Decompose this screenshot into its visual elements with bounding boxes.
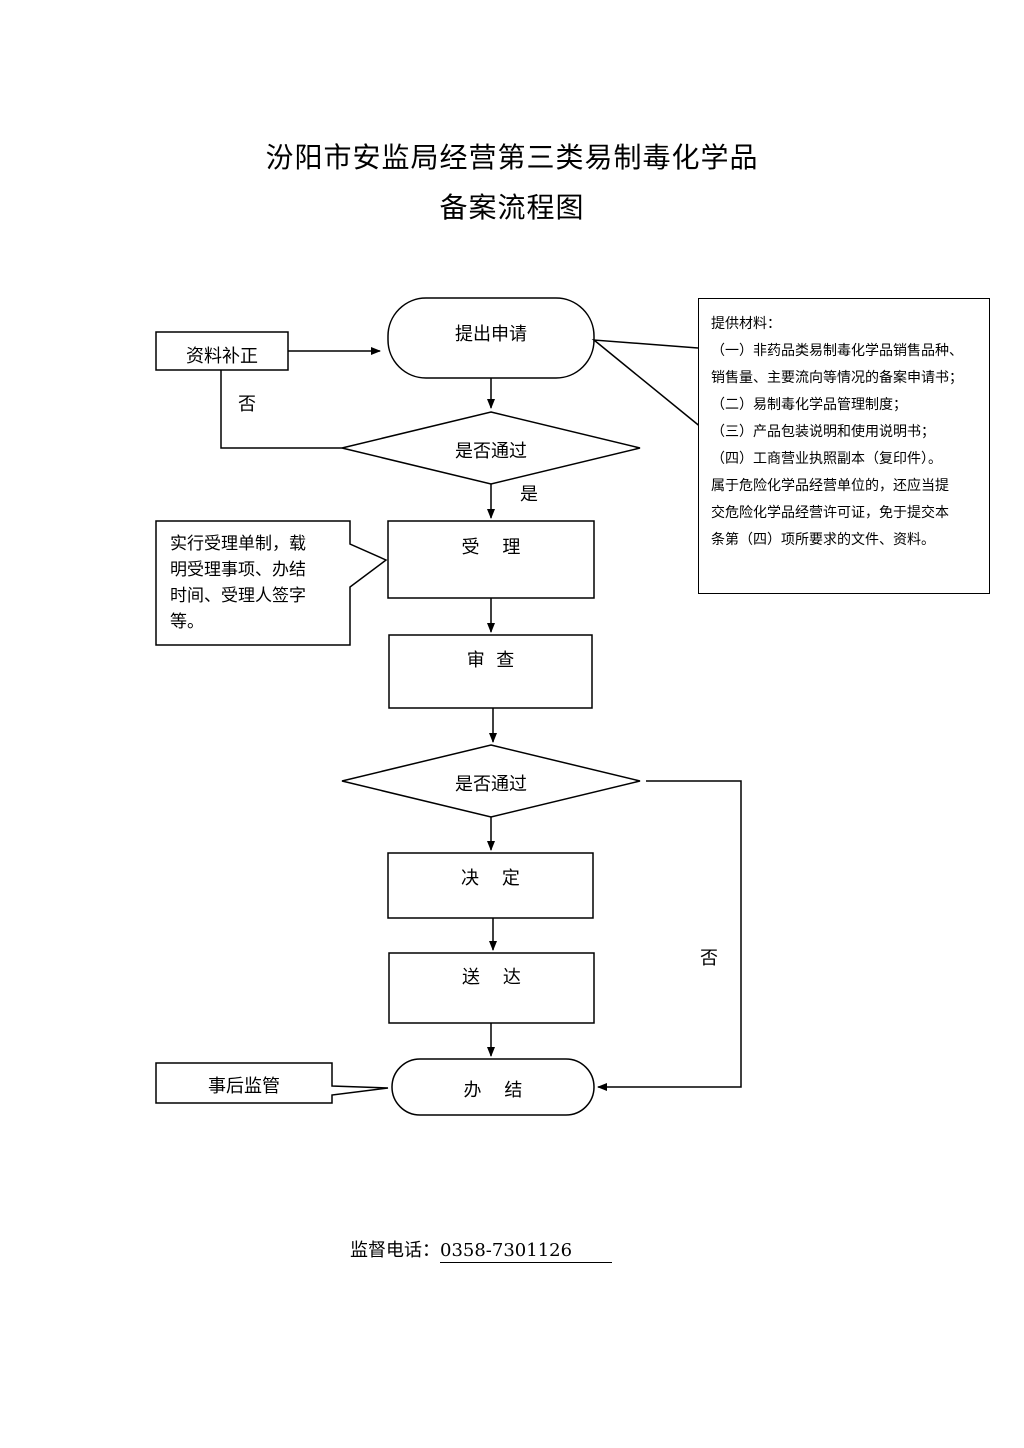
materials-line: 销售量、主要流向等情况的备案申请书； — [711, 370, 963, 386]
decide-node-label: 决 定 — [461, 868, 520, 889]
accept-note-shape — [155, 520, 388, 646]
deliver-node-shape — [388, 952, 595, 1024]
review-node-label: 审 查 — [466, 650, 515, 671]
deliver-node-label: 送 达 — [462, 967, 521, 988]
materials-callout-pointer — [591, 339, 703, 429]
supervise-node-label: 事后监管 — [208, 1076, 280, 1097]
materials-line: （二）易制毒化学品管理制度； — [711, 397, 907, 413]
check2-node-label: 是否通过 — [455, 774, 527, 795]
materials-line: 提供材料： — [711, 316, 781, 332]
page-title: 汾阳市安监局经营第三类易制毒化学品 — [265, 141, 759, 174]
accept-note-line: 时间、受理人签字 — [170, 586, 306, 606]
materials-note-box: 提供材料： （一）非药品类易制毒化学品销售品种、 销售量、主要流向等情况的备案申… — [698, 298, 990, 594]
finish-node-shape — [391, 1058, 595, 1116]
materials-line: （三）产品包装说明和使用说明书； — [711, 424, 935, 440]
accept-node-label: 受 理 — [461, 537, 521, 558]
supplement-node-label: 资料补正 — [186, 346, 258, 367]
edge-check2-no-to-finish — [597, 780, 742, 1091]
accept-note-text: 实行受理单制，载 明受理事项、办结 时间、受理人签字 等。 — [170, 531, 350, 635]
review-node-shape — [388, 634, 593, 709]
accept-node-shape — [387, 520, 595, 599]
edge-label-no-2: 否 — [700, 948, 718, 969]
supervision-phone-number: 0358-7301126 — [440, 1240, 612, 1263]
accept-note-line: 等。 — [170, 612, 204, 632]
check1-node-label: 是否通过 — [455, 441, 527, 462]
materials-line: （一）非药品类易制毒化学品销售品种、 — [711, 343, 963, 359]
supervision-phone-label: 监督电话： — [350, 1240, 440, 1261]
materials-line: （四）工商营业执照副本（复印件）。 — [711, 451, 942, 467]
edge-check1-no-to-supplement — [220, 370, 342, 449]
edge-label-no-1: 否 — [238, 394, 256, 415]
materials-line: 属于危险化学品经营单位的，还应当提 — [711, 478, 949, 494]
decide-node-shape — [387, 852, 594, 919]
supervision-phone: 监督电话：0358-7301126 — [350, 1236, 612, 1263]
submit-node-label: 提出申请 — [455, 324, 527, 345]
accept-note-line: 明受理事项、办结 — [170, 560, 306, 580]
accept-note-line: 实行受理单制，载 — [170, 534, 306, 554]
materials-line: 条第（四）项所要求的文件、资料。 — [711, 532, 935, 548]
supervise-node-shape — [155, 1062, 389, 1104]
finish-node-label: 办 结 — [463, 1080, 523, 1101]
materials-line: 交危险化学品经营许可证，免于提交本 — [711, 505, 949, 521]
page-subtitle: 备案流程图 — [439, 191, 585, 224]
edge-label-yes-1: 是 — [520, 484, 538, 505]
